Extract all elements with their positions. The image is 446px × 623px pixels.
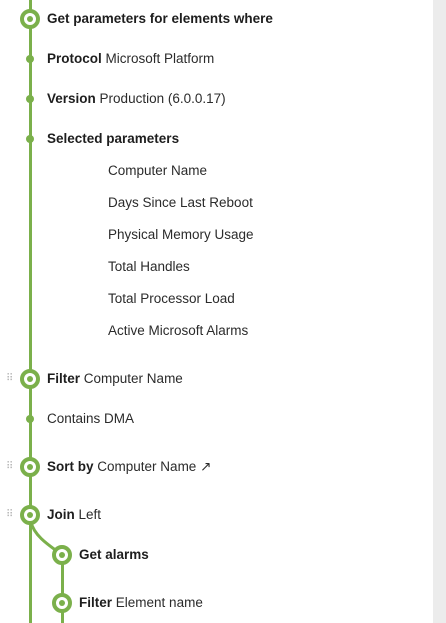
- pipeline-main-line: [29, 0, 32, 623]
- node-get-parameters: [20, 9, 40, 29]
- parameter-item: Computer Name: [108, 163, 208, 178]
- drag-handle-icon[interactable]: ⠿: [6, 509, 13, 520]
- node-join: [20, 505, 40, 525]
- node-get-alarms: [52, 545, 72, 565]
- parameter-item: Physical Memory Usage: [108, 227, 254, 242]
- protocol-value: Microsoft Platform: [105, 51, 215, 66]
- drag-handle-icon[interactable]: ⠿: [6, 461, 13, 472]
- version-value: Production (6.0.0.17): [99, 91, 226, 106]
- sort-label: Sort by: [47, 459, 94, 474]
- parameter-item: Days Since Last Reboot: [108, 195, 253, 210]
- step-version[interactable]: Version Production (6.0.0.17): [47, 90, 226, 108]
- step-join[interactable]: Join Left: [47, 506, 101, 524]
- version-label: Version: [47, 91, 96, 106]
- pipeline-branch-line: [61, 562, 64, 623]
- filter-element-value: Element name: [115, 595, 203, 610]
- node-version: [26, 95, 34, 103]
- step-protocol[interactable]: Protocol Microsoft Platform: [47, 50, 214, 68]
- node-sort: [20, 457, 40, 477]
- step-sort[interactable]: Sort by Computer Name ↗: [47, 458, 211, 476]
- parameter-item: Total Processor Load: [108, 291, 235, 306]
- node-protocol: [26, 55, 34, 63]
- step-filter-element[interactable]: Filter Element name: [79, 594, 203, 612]
- step-get-parameters-title: Get parameters for elements where: [47, 11, 273, 26]
- join-label: Join: [47, 507, 75, 522]
- contains-text: Contains DMA: [47, 411, 135, 426]
- node-selected-parameters: [26, 135, 34, 143]
- sort-value: Computer Name: [97, 459, 197, 474]
- protocol-label: Protocol: [47, 51, 102, 66]
- drag-handle-icon[interactable]: ⠿: [6, 373, 13, 384]
- sort-ascending-icon: ↗: [200, 459, 212, 474]
- step-get-parameters[interactable]: Get parameters for elements where: [47, 10, 273, 28]
- filter-label: Filter: [47, 371, 81, 386]
- node-contains: [26, 415, 34, 423]
- step-selected-parameters[interactable]: Selected parameters: [47, 130, 179, 148]
- step-filter[interactable]: Filter Computer Name: [47, 370, 183, 388]
- node-filter: [20, 369, 40, 389]
- step-contains[interactable]: Contains DMA: [47, 410, 134, 428]
- vertical-scrollbar[interactable]: [433, 0, 446, 623]
- step-get-alarms[interactable]: Get alarms: [79, 546, 149, 564]
- filter-element-label: Filter: [79, 595, 113, 610]
- join-value: Left: [78, 507, 102, 522]
- parameter-item: Active Microsoft Alarms: [108, 323, 249, 338]
- filter-value: Computer Name: [83, 371, 183, 386]
- parameter-item: Total Handles: [108, 259, 190, 274]
- selected-parameters-label: Selected parameters: [47, 131, 180, 146]
- node-filter-element: [52, 593, 72, 613]
- get-alarms-title: Get alarms: [79, 547, 149, 562]
